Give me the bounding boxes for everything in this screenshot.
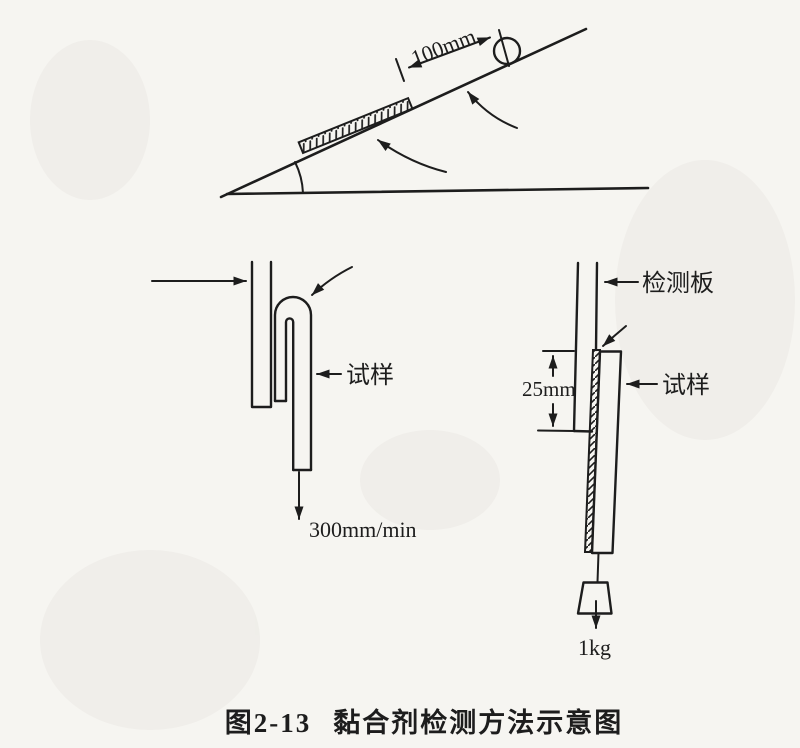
shear-specimen-label: 试样: [662, 372, 710, 399]
pull-speed-callout: 300mm/min: [294, 471, 417, 542]
incline-test-diagram: 100mm: [219, 23, 650, 199]
incline-specimen-strip: [297, 96, 414, 155]
ground-line: [225, 186, 650, 196]
shear-test-diagram: 25mm 检测板 试样 1kg: [522, 261, 714, 660]
weight-hanger-line: [596, 552, 600, 583]
plate-right-edge: [594, 261, 599, 352]
extension-line-bottom: [537, 429, 575, 432]
figure-caption: 图2-13 黏合剂检测方法示意图: [225, 707, 624, 738]
ball-tick-line: [498, 29, 510, 67]
rolling-ball-icon: [492, 29, 522, 67]
tape-outer-outline: [273, 295, 313, 472]
incline-angle-arc: [294, 161, 304, 194]
hanging-weight: 1kg: [576, 552, 613, 660]
dimension-tick-left: [395, 58, 405, 82]
figure-caption-title: 黏合剂检测方法示意图: [333, 707, 623, 738]
dimension-25mm: 25mm: [522, 350, 576, 432]
shear-specimen-callout: 试样: [626, 372, 710, 399]
dimension-arrow-line: [408, 36, 491, 69]
shear-specimen-tape: [590, 350, 623, 555]
fold-pointer-arrow-icon: [311, 266, 353, 296]
pull-speed-label: 300mm/min: [309, 517, 417, 542]
peel-specimen-callout: 试样: [316, 362, 394, 389]
peel-test-plate: [250, 260, 273, 409]
bond-line-pointer-arrow-icon: [602, 325, 627, 347]
weight-label: 1kg: [578, 635, 611, 660]
weight-trapezoid: [576, 581, 613, 615]
figure-caption-number: 图2-13: [225, 708, 312, 738]
dimension-100mm: 100mm: [395, 23, 491, 82]
plate-callout: 检测板: [604, 270, 714, 297]
dimension-100mm-label: 100mm: [407, 23, 479, 70]
peel-specimen-tape: [273, 295, 313, 472]
tape-inner-outline: [284, 317, 295, 472]
overlap-dimension-label: 25mm: [522, 377, 576, 401]
plate-left-edge: [572, 261, 580, 433]
peel-test-diagram: 试样 300mm/min: [151, 260, 417, 542]
incline-strip-pointer-arrow-icon: [377, 139, 447, 173]
paper-texture: [30, 40, 795, 730]
incline-surface-pointer-arrow-icon: [467, 91, 518, 129]
peel-specimen-label: 试样: [346, 362, 394, 389]
plate-label: 检测板: [642, 270, 714, 297]
